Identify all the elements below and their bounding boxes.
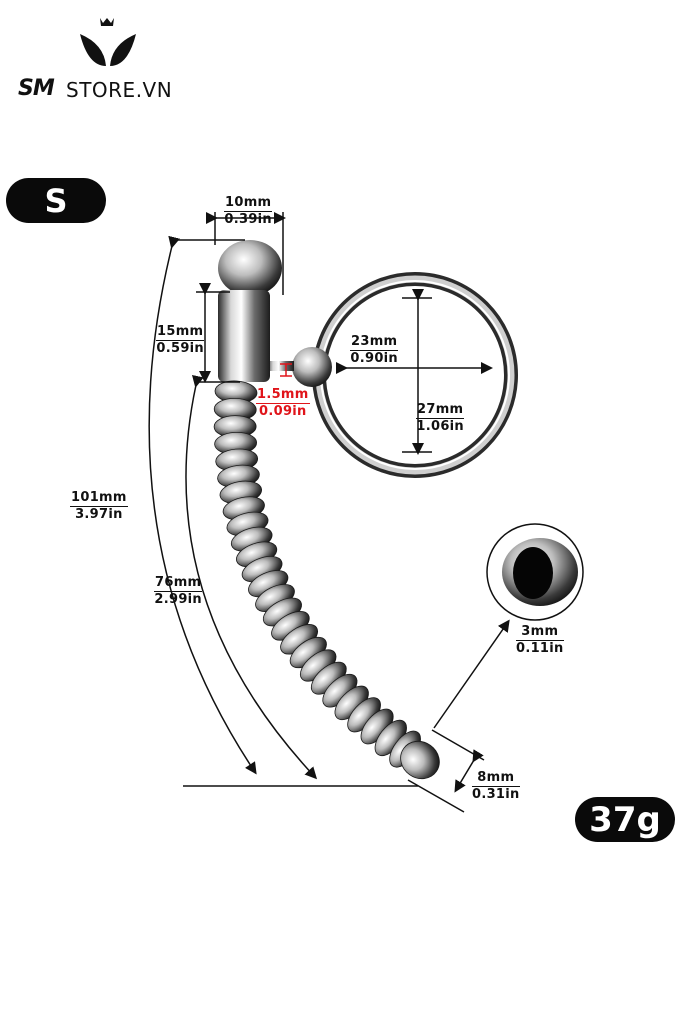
- dimension-lines: [148, 212, 510, 813]
- rod-tip: [400, 740, 440, 780]
- weight-badge: 37g: [575, 797, 675, 842]
- stem: [218, 290, 270, 382]
- ring-ball: [292, 347, 332, 387]
- brand-store: STORE.VN: [66, 78, 173, 102]
- beaded-rod: [213, 380, 440, 780]
- ring: [292, 272, 518, 478]
- size-badge: S: [6, 178, 106, 223]
- brand-sm: SM: [18, 76, 55, 101]
- connector-pin: [266, 361, 294, 371]
- hole-icon: [513, 547, 553, 599]
- hole-detail: [486, 523, 584, 621]
- brand-logo: SM STORE.VN: [18, 14, 188, 102]
- crown-leaf-icon: [80, 18, 136, 66]
- head-cap: [218, 240, 282, 296]
- gap-lines: [280, 363, 292, 377]
